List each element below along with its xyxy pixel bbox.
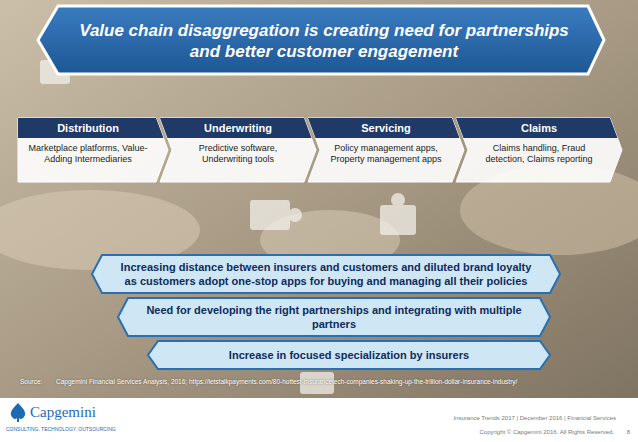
stage-heading: Distribution — [18, 118, 168, 138]
stage-heading: Claims — [456, 118, 622, 138]
source-note: Capgemini Financial Services Analysis, 2… — [56, 378, 636, 387]
stage-heading: Underwriting — [160, 118, 316, 138]
chevron-body — [160, 118, 316, 182]
value-chain-chevron: UnderwritingPredictive software, Underwr… — [160, 118, 316, 182]
slide-title: Value chain disaggregation is creating n… — [62, 10, 586, 72]
footer-text: Copyright © Capgemini 2016. All Rights R… — [290, 428, 614, 436]
chevron-body — [18, 118, 168, 182]
stage-examples: Marketplace platforms, Value-Adding Inte… — [18, 138, 168, 171]
chevron-body — [308, 118, 464, 182]
insight-band: Increase in focused specialization by in… — [148, 341, 550, 369]
band-text: Increasing distance between insurers and… — [92, 255, 560, 293]
band-shape — [118, 298, 550, 336]
band-outline — [118, 298, 550, 336]
band-outline — [148, 341, 550, 369]
band-text: Increase in focused specialization by in… — [148, 343, 550, 367]
stage-examples: Predictive software, Underwriting tools — [160, 138, 316, 171]
value-chain-chevron: DistributionMarketplace platforms, Value… — [18, 118, 168, 182]
insight-band: Need for developing the right partnershi… — [118, 298, 550, 336]
logo-text: Capgemini — [30, 404, 140, 421]
logo-text: CONSULTING. TECHNOLOGY. OUTSOURCING — [6, 426, 156, 433]
title-banner — [38, 6, 604, 74]
stage-heading: Servicing — [308, 118, 464, 138]
footer-text: Insurance Trends 2017 | December 2016 | … — [290, 414, 616, 422]
chevron-body — [456, 118, 622, 182]
stage-examples: Policy management apps, Property managem… — [308, 138, 464, 171]
footer-band — [0, 398, 638, 442]
footer-text: 8 — [616, 428, 630, 436]
insight-band: Increasing distance between insurers and… — [92, 255, 560, 293]
value-chain-chevron: ClaimsClaims handling, Fraud detection, … — [456, 118, 622, 182]
source-note: Source: — [20, 378, 56, 387]
band-shape — [92, 255, 560, 293]
stage-examples: Claims handling, Fraud detection, Claims… — [456, 138, 622, 171]
value-chain-chevron: ServicingPolicy management apps, Propert… — [308, 118, 464, 182]
logo-icon — [11, 403, 25, 422]
band-text: Need for developing the right partnershi… — [118, 298, 550, 336]
band-outline — [92, 255, 560, 293]
